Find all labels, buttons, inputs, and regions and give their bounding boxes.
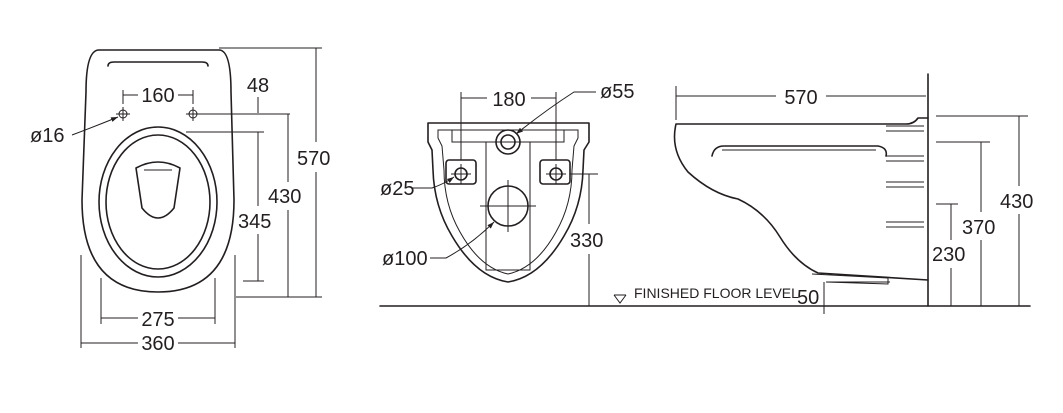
dim-570-side-label: 570	[784, 87, 817, 109]
dim-48: 48	[200, 75, 290, 115]
front-seat-outer	[98, 126, 218, 278]
dim-345: 345	[186, 131, 271, 282]
side-bowl-bottom	[811, 273, 889, 285]
rear-bolt-hole-right	[546, 164, 566, 184]
rear-view: 180 ø55 ø25 ø100 330	[380, 81, 634, 306]
dim-o16-label: ø16	[30, 125, 64, 147]
dim-230-label: 230	[932, 244, 965, 266]
dim-o16: ø16	[30, 116, 119, 147]
dim-50: 50	[797, 281, 890, 314]
dim-50-label: 50	[797, 287, 819, 309]
floor-level-symbol	[613, 294, 627, 304]
dim-275-label: 275	[141, 309, 174, 331]
rear-top-band	[451, 129, 565, 143]
rear-outlet	[480, 180, 536, 232]
front-view: 160 ø16 48 570 430	[30, 47, 330, 355]
rear-body-outline	[427, 122, 590, 283]
rear-body-inner	[437, 129, 579, 275]
dim-o55: ø55	[515, 81, 634, 135]
dim-o25-label: ø25	[380, 178, 414, 200]
dim-430-front-label: 430	[268, 186, 301, 208]
dim-360-label: 360	[141, 333, 174, 355]
dim-430-side: 430	[936, 115, 1033, 306]
dim-430-front: 430	[268, 114, 301, 297]
floor-level-label: FINISHED FLOOR LEVEL	[634, 285, 799, 301]
front-bowl-outline	[81, 49, 235, 293]
side-bolt-marks	[886, 125, 924, 228]
dim-330: 330	[570, 173, 603, 306]
side-view: 570 430 370 230 50	[673, 86, 1033, 314]
dim-180: 180	[460, 89, 557, 160]
dim-430-side-label: 430	[1000, 191, 1033, 213]
dim-570-side: 570	[675, 86, 926, 120]
dim-o55-label: ø55	[600, 81, 634, 103]
dim-330-label: 330	[570, 230, 603, 252]
front-flush-opening	[135, 161, 181, 219]
dim-180-label: 180	[492, 89, 525, 111]
dim-o100: ø100	[382, 221, 495, 270]
side-rim	[711, 145, 888, 157]
rear-lug-right	[539, 159, 571, 185]
dim-345-label: 345	[238, 211, 271, 233]
dim-230: 230	[932, 203, 965, 306]
dim-370: 370	[936, 141, 995, 306]
front-fixing-hole-right	[186, 107, 200, 121]
dim-o25: ø25	[380, 176, 455, 200]
front-rim-line	[107, 61, 209, 67]
dim-48-label: 48	[247, 75, 269, 97]
front-fixing-hole-left	[116, 107, 130, 121]
side-bowl-outline	[673, 117, 929, 281]
dim-160: 160	[122, 85, 194, 107]
rear-inlet	[495, 129, 521, 155]
dim-o100-label: ø100	[382, 248, 428, 270]
front-seat-inner	[105, 134, 211, 270]
dim-275: 275	[100, 278, 216, 331]
dim-160-label: 160	[141, 85, 174, 107]
dim-570-front-label: 570	[297, 148, 330, 170]
rear-bolt-hole-left	[451, 164, 471, 184]
dim-570-front: 570	[219, 47, 330, 298]
dim-360: 360	[80, 255, 236, 355]
dim-370-label: 370	[962, 217, 995, 239]
